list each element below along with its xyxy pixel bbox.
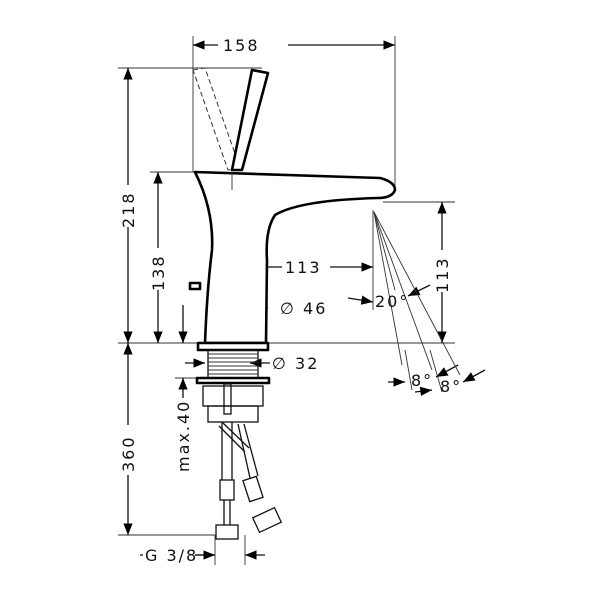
label-diameter-46: ∅ 46 [280,299,327,318]
hose-fitting-2 [242,475,264,503]
label-diameter-32: ∅ 32 [272,354,319,373]
hose-nut-2 [251,506,283,534]
washer [195,376,271,385]
faucet-body [188,67,397,540]
popup-rod [188,281,202,291]
label-113-reach: 113 [285,258,322,277]
hose-nut-1 [215,524,239,540]
spray-lines [373,211,461,393]
hose-fitting-1 [219,479,235,501]
label-8-deg-b: 8° [440,377,462,396]
label-360: 360 [119,435,138,472]
thread-lines [208,353,258,375]
dimension-labels: 158 218 138 113 ∅ 46 113 20° 8° 8° ∅ 32 … [119,36,462,565]
label-8-deg-a: 8° [411,371,433,390]
label-max-40: max.40 [174,400,193,472]
label-138: 138 [149,254,168,291]
label-158: 158 [223,36,260,55]
lever-handle [230,68,270,172]
label-20-deg: 20° [375,292,409,311]
label-113-height: 113 [433,256,452,293]
label-218: 218 [119,191,138,228]
nut [202,385,264,407]
base-plate [196,341,270,352]
fixing-bolt [223,383,232,415]
spout-body [193,170,397,345]
label-g-3-8: G 3/8 [145,546,198,565]
extension-lines [118,36,455,565]
